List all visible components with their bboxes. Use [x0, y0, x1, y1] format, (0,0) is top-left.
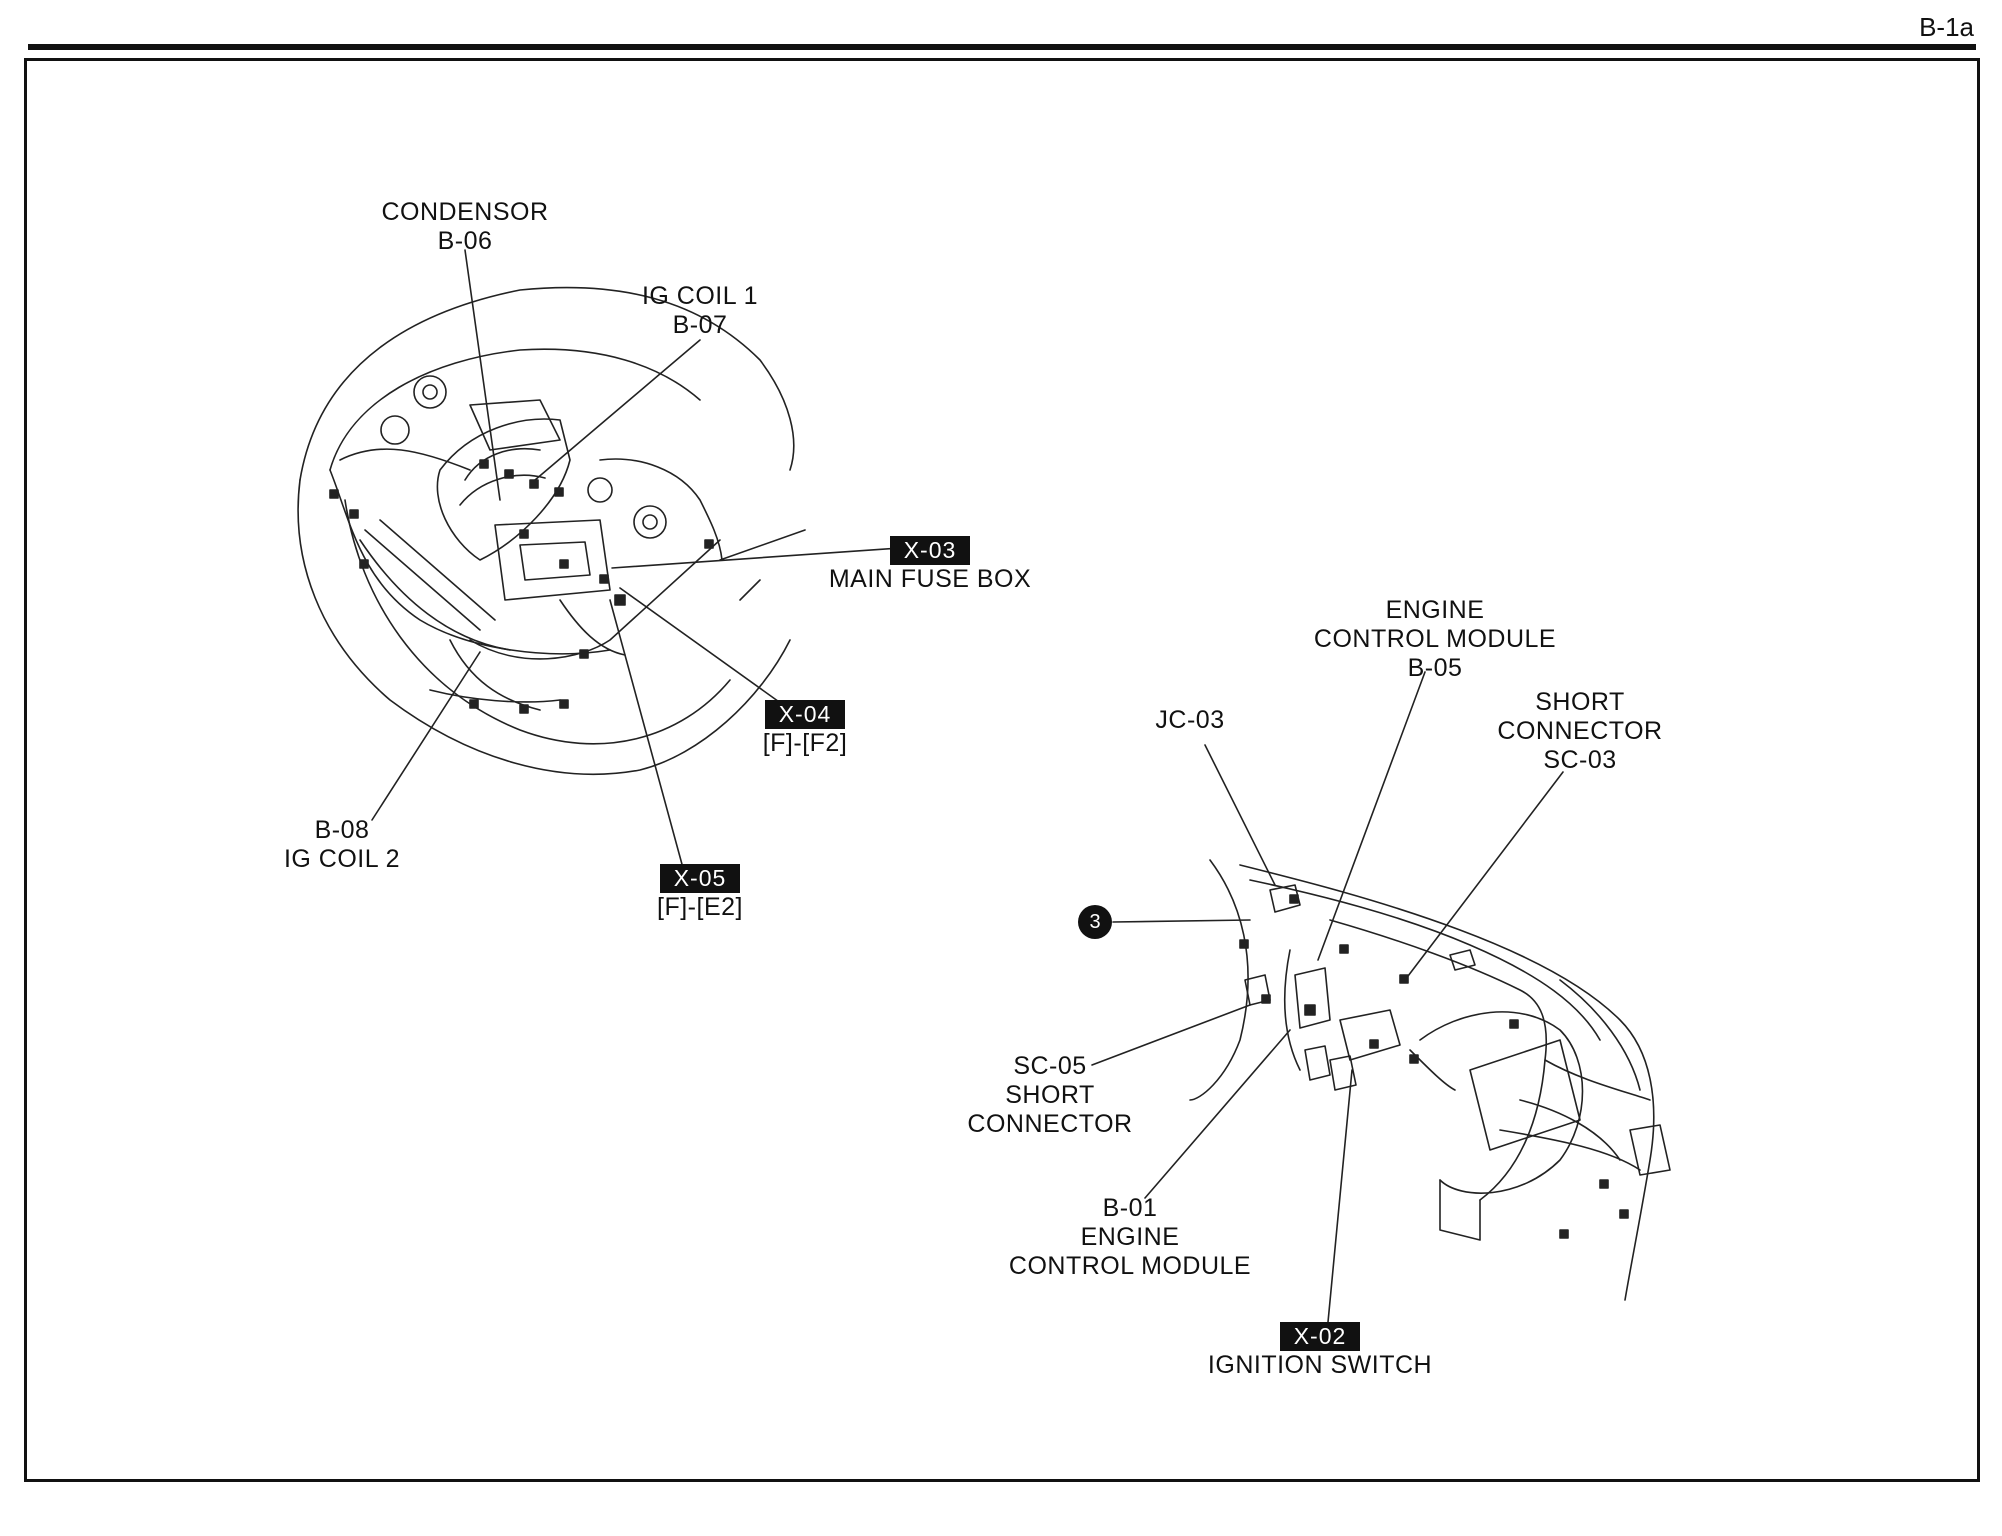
diagram-frame	[24, 58, 1980, 1482]
label-condensor: CONDENSOR B-06	[360, 198, 570, 256]
sc03-code: SC-03	[1543, 746, 1617, 774]
sc03-line1: SHORT	[1535, 688, 1625, 716]
ecm-b05-code: B-05	[1407, 654, 1463, 682]
leader-ig-coil-1	[534, 339, 701, 481]
ecm-b05-line2: CONTROL MODULE	[1313, 625, 1557, 653]
ig-coil-1-name: IG COIL 1	[641, 282, 759, 310]
label-sc03: SHORT CONNECTOR SC-03	[1480, 688, 1680, 775]
ignition-switch-name: IGNITION SWITCH	[1207, 1351, 1433, 1379]
leader-ig-coil-2	[371, 651, 481, 821]
leader-ecm-b01	[1144, 1029, 1291, 1199]
x04-tag: X-04	[764, 700, 846, 729]
leader-main-fuse-box	[611, 547, 901, 569]
ecm-b01-code: B-01	[1102, 1194, 1158, 1222]
ig-coil-1-code: B-07	[672, 311, 728, 339]
x05-location: [F]-[E2]	[657, 893, 743, 921]
dashboard-drawing	[1189, 859, 1671, 1301]
sc03-line2: CONNECTOR	[1497, 717, 1663, 745]
sc05-code: SC-05	[1013, 1052, 1087, 1080]
engine-bay-drawing	[297, 286, 806, 776]
leader-sc05	[1091, 1004, 1251, 1066]
sc05-line2: CONNECTOR	[967, 1110, 1133, 1138]
leader-ignition-switch	[1327, 1069, 1353, 1323]
label-ig-coil-1: IG COIL 1 B-07	[610, 282, 790, 340]
sc05-line1: SHORT	[1005, 1081, 1095, 1109]
ig-coil-2-name: IG COIL 2	[283, 845, 401, 873]
label-sc05: SC-05 SHORT CONNECTOR	[950, 1052, 1150, 1139]
header-rule	[28, 44, 1976, 50]
label-ig-coil-2: B-08 IG COIL 2	[262, 816, 422, 874]
label-x04: X-04 [F]-[F2]	[745, 700, 865, 758]
label-jc03: JC-03	[1140, 706, 1240, 735]
jc03-code: JC-03	[1155, 706, 1225, 734]
condensor-code: B-06	[437, 227, 493, 255]
main-fuse-box-tag: X-03	[889, 536, 971, 565]
leader-jc03	[1204, 744, 1276, 886]
label-ecm-b01: B-01 ENGINE CONTROL MODULE	[990, 1194, 1270, 1281]
page-code: B-1a	[1919, 12, 1974, 42]
ignition-switch-tag: X-02	[1279, 1322, 1361, 1351]
x05-tag: X-05	[659, 864, 741, 893]
leader-ecm-b05	[1317, 671, 1426, 961]
leader-x04	[619, 587, 783, 705]
ecm-b05-line1: ENGINE	[1385, 596, 1485, 624]
leader-x05	[609, 599, 684, 869]
condensor-name: CONDENSOR	[381, 198, 549, 226]
label-x05: X-05 [F]-[E2]	[640, 864, 760, 922]
x04-location: [F]-[F2]	[762, 729, 848, 757]
ecm-b01-line2: CONTROL MODULE	[1008, 1252, 1252, 1280]
leader-sc03	[1404, 771, 1564, 981]
leader-condensor	[464, 249, 501, 501]
leader-ground-3	[1112, 919, 1251, 923]
ecm-b01-line1: ENGINE	[1080, 1223, 1180, 1251]
label-main-fuse-box: X-03 MAIN FUSE BOX	[820, 536, 1040, 594]
ig-coil-2-code: B-08	[314, 816, 370, 844]
ground-point-badge: 3	[1078, 905, 1112, 939]
label-ignition-switch: X-02 IGNITION SWITCH	[1190, 1322, 1450, 1380]
label-ecm-b05: ENGINE CONTROL MODULE B-05	[1290, 596, 1580, 683]
main-fuse-box-name: MAIN FUSE BOX	[828, 565, 1032, 593]
